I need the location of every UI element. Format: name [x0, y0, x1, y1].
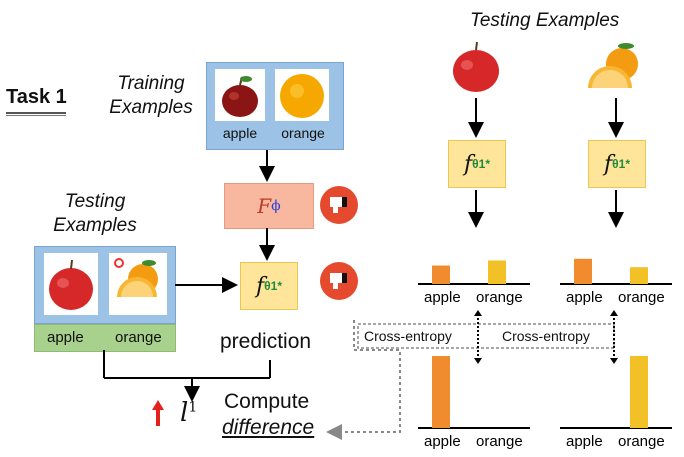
chart-1-bar-apple	[432, 265, 450, 284]
training-examples-box: apple orange	[206, 62, 344, 150]
model-subscript-right-1: θ1*	[472, 157, 490, 171]
right-apple-image	[453, 41, 499, 92]
testing-label-apple: apple	[47, 329, 84, 346]
testing-label-orange: orange	[115, 329, 162, 346]
chart-1-bar-orange	[488, 260, 506, 284]
model-subscript-left: θ1*	[264, 279, 282, 293]
testing-title-left: Testing Examples	[40, 190, 150, 238]
loss-superscript: 1	[188, 399, 198, 416]
right-orange-image	[588, 43, 638, 88]
task-underline	[6, 112, 66, 114]
testing-orange-image	[109, 253, 167, 315]
training-label-orange: orange	[281, 125, 325, 141]
task-label: Task 1	[6, 86, 67, 108]
training-label-apple: apple	[222, 125, 258, 141]
difference-label: difference	[222, 416, 315, 439]
testing-apple-image	[44, 253, 98, 315]
chart-1-tick-apple: apple	[424, 289, 461, 306]
training-title: Training Examples	[96, 72, 206, 120]
cross-entropy-label-1: Cross-entropy	[364, 328, 452, 344]
thumbs-down-icon-2	[320, 262, 358, 300]
testing-examples-box	[34, 246, 176, 324]
model-symbol-right-1: f	[464, 151, 473, 177]
compute-label: Compute	[224, 390, 310, 413]
loss-symbol: l	[180, 398, 189, 428]
chart-2-bar-orange	[630, 267, 648, 284]
chart-3-tick-orange: orange	[476, 433, 523, 450]
chart-3-tick-apple: apple	[424, 433, 461, 450]
task-underline-2	[6, 115, 66, 116]
training-orange-image	[275, 69, 329, 121]
loss-label: l1	[180, 398, 197, 428]
training-title-line1: Training	[117, 73, 185, 94]
chart-4-tick-apple: apple	[566, 433, 603, 450]
testing-title-left-line2: Examples	[53, 215, 137, 236]
chart-2-tick-orange: orange	[618, 289, 665, 306]
thumbs-down-icon	[320, 186, 358, 224]
chart-2-tick-apple: apple	[566, 289, 603, 306]
arrow-up-icon	[152, 400, 164, 426]
chart-2-bar-apple	[574, 258, 592, 284]
testing-title-left-line1: Testing	[64, 191, 126, 212]
training-title-line2: Examples	[109, 97, 193, 118]
chart-4-tick-orange: orange	[618, 433, 665, 450]
testing-title-right: Testing Examples	[470, 10, 620, 31]
model-symbol-left: f	[256, 273, 265, 299]
meta-learner-symbol: F	[257, 194, 272, 218]
chart-3-bar-apple	[432, 356, 450, 428]
training-apple-image	[215, 69, 265, 121]
prediction-label: prediction	[220, 330, 312, 353]
model-subscript-right-2: θ1*	[612, 157, 630, 171]
cross-entropy-label-2: Cross-entropy	[502, 328, 590, 344]
chart-4-bar-orange	[630, 356, 648, 428]
meta-learner-subscript: ϕ	[271, 198, 281, 214]
model-symbol-right-2: f	[604, 151, 613, 177]
testing-labels-bar: apple orange	[34, 324, 176, 352]
chart-1-tick-orange: orange	[476, 289, 523, 306]
